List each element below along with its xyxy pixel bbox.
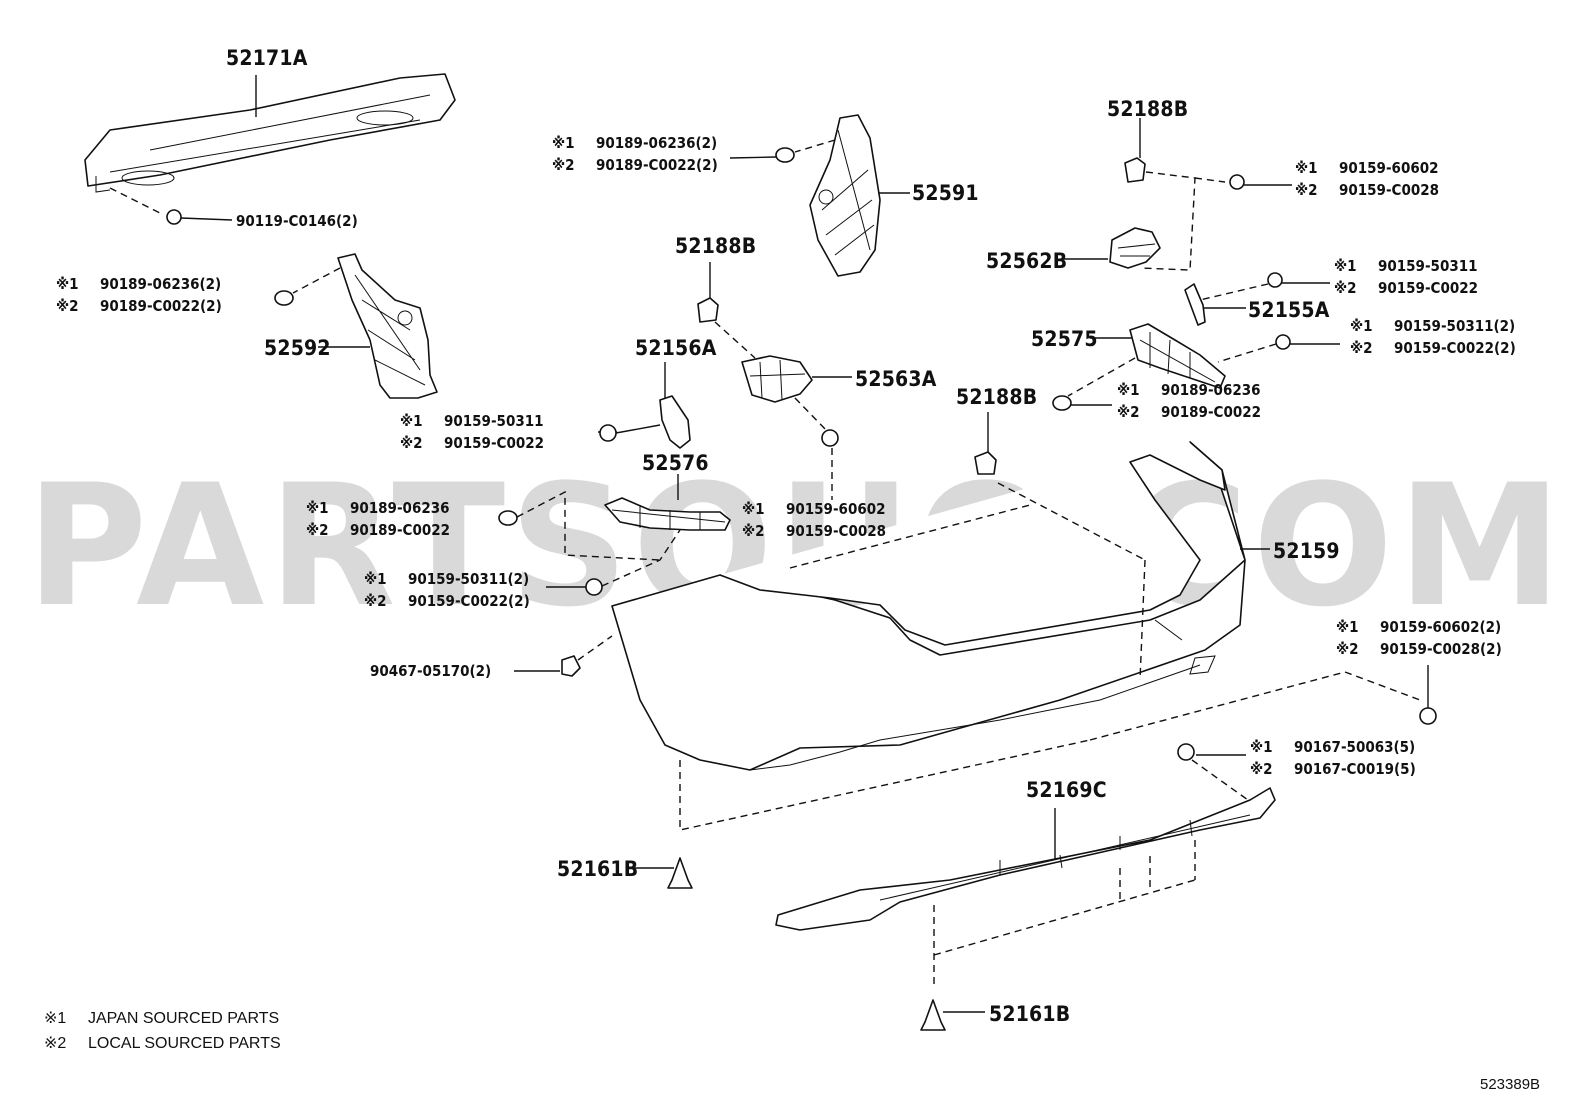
part-label-52188B-mid: 52188B (675, 234, 757, 258)
diagram-reference-code: 523389B (1480, 1076, 1541, 1093)
clip-52161B-drawing (632, 857, 985, 1031)
lower-spoiler-drawing (775, 743, 1276, 985)
part-label-52169C: 52169C (1026, 778, 1107, 802)
retainer-52592-drawing (274, 253, 438, 399)
part-label-52156A: 52156A (635, 336, 717, 360)
clip-90467-drawing (514, 635, 613, 677)
clip-52188B-low-drawing (974, 412, 997, 475)
part-label-90119: 90119-C0146(2) (236, 212, 358, 230)
part-label-52161B-left: 52161B (557, 857, 639, 881)
part-label-90467: 90467-05170(2) (370, 662, 492, 680)
part-label-52155A: 52155A (1248, 298, 1330, 322)
retainer-52591-drawing (729, 114, 910, 277)
bumper-reinforcement-drawing (84, 73, 456, 214)
part-label-52188B-top: 52188B (1107, 97, 1189, 121)
part-label-52575: 52575 (1031, 327, 1098, 351)
part-label-52562B: 52562B (986, 249, 1068, 273)
part-label-52171A: 52171A (226, 46, 308, 70)
part-label-52592: 52592 (264, 336, 331, 360)
part-label-52563A: 52563A (855, 367, 937, 391)
part-label-52159: 52159 (1273, 539, 1340, 563)
bumper-cover-drawing (611, 441, 1437, 831)
part-label-52161B-bottom: 52161B (989, 1002, 1071, 1026)
part-label-52188B-low: 52188B (956, 385, 1038, 409)
part-label-52591: 52591 (912, 181, 979, 205)
center-retainer-group-drawing (697, 262, 852, 500)
left-bracket-group-drawing (498, 362, 731, 596)
right-retainer-group-drawing (1052, 118, 1340, 411)
bolt-90119-drawing (166, 209, 233, 225)
part-label-52576: 52576 (642, 451, 709, 475)
